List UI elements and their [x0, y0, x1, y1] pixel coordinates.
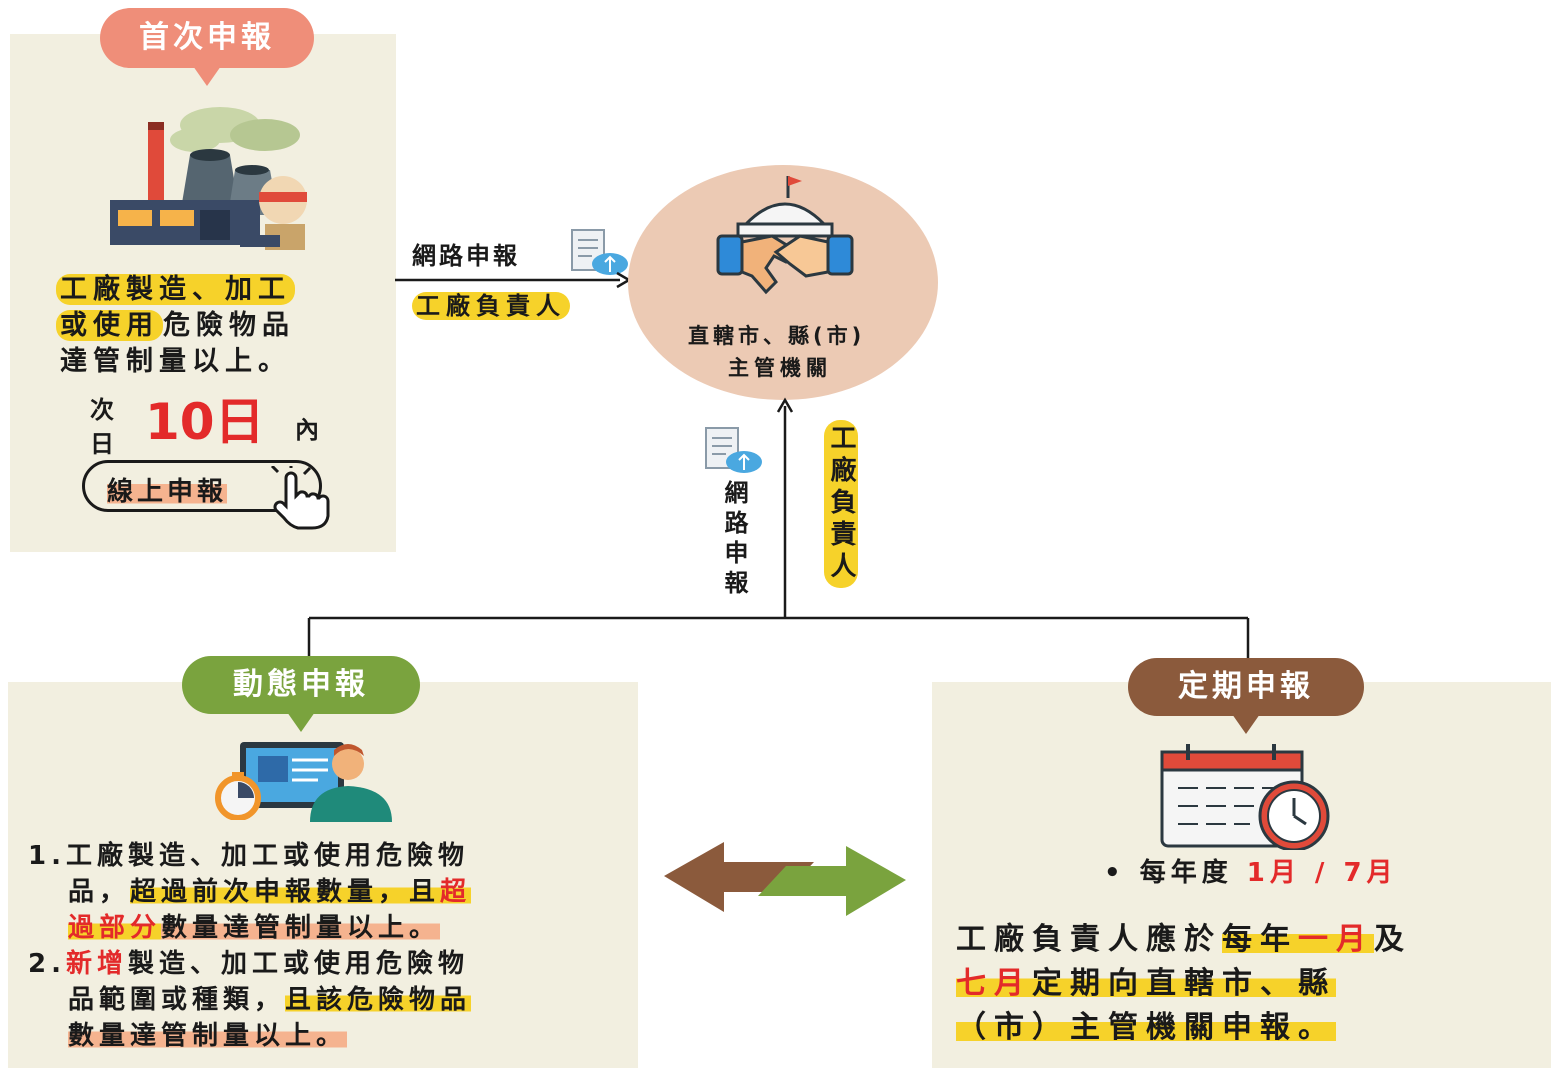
dynamic-report-tag: 動態申報: [182, 656, 420, 732]
bidirectional-arrow-icon: [664, 842, 906, 916]
stopwatch-icon: [215, 772, 261, 820]
periodic-body-d: 及: [1374, 922, 1412, 957]
dynamic-item2-c: 品範圍或種類，: [68, 985, 286, 1015]
top-flow-actor: 工廠負責人: [412, 292, 570, 320]
periodic-bullet: •: [1104, 858, 1126, 888]
computer-worker-icon: [240, 742, 392, 822]
dynamic-item1-a: 工廠製造、加工或使用危險物: [65, 841, 469, 871]
dynamic-item1-g: 數量達管制量以上。: [161, 913, 441, 943]
authority-line1: 直轄市、縣(市): [688, 324, 866, 348]
dynamic-item2-a: 新增: [65, 949, 128, 979]
periodic-body-b: 每年: [1222, 922, 1298, 957]
deadline-prefix-2: 日: [90, 430, 114, 458]
periodic-body-c: 一月: [1298, 922, 1374, 957]
deadline-value: 10日: [145, 393, 265, 451]
periodic-report-tag: 定期申報: [1128, 658, 1364, 734]
vertical-flow-method: 網路申報: [720, 480, 748, 600]
periodic-body-f: 定期向直轄市、縣: [1032, 966, 1336, 1001]
dynamic-item1-e: 超: [440, 877, 472, 907]
document-upload-icon: [705, 427, 762, 473]
dynamic-item1-c: 超過前次申報數量，: [130, 877, 410, 907]
authority-line2: 主管機關: [728, 356, 832, 380]
dynamic-item2-num: 2.: [28, 949, 66, 979]
periodic-schedule-prefix: 每年度: [1139, 858, 1233, 888]
first-report-desc-line1: 工廠製造、加工: [56, 274, 295, 305]
first-report-desc-line2b: 危險物品: [163, 310, 295, 341]
pointer-hand-icon: [270, 466, 330, 530]
vertical-flow-actor: 工廠負責人: [824, 420, 858, 588]
periodic-body-g: （市）主管機關申報。: [956, 1010, 1336, 1045]
periodic-report-panel: [932, 682, 1551, 1068]
periodic-schedule-months: 1月 / 7月: [1246, 858, 1398, 888]
calendar-clock-icon: [1160, 744, 1330, 850]
first-report-desc-line3: 達管制量以上。: [60, 346, 291, 377]
factory-icon: [110, 107, 307, 250]
periodic-body-a: 工廠負責人應於: [956, 922, 1222, 957]
dynamic-item1-num: 1.: [28, 841, 66, 871]
dynamic-item1-d: 且: [409, 877, 441, 907]
handshake-government-icon: [716, 176, 854, 295]
first-report-tag: 首次申報: [100, 8, 314, 86]
periodic-body-e: 七月: [956, 966, 1032, 1001]
first-report-desc-line2a: 或使用: [56, 310, 163, 341]
deadline-suffix: 內: [295, 416, 319, 444]
online-report-label: 線上申報: [107, 471, 228, 508]
top-flow-method: 網路申報: [412, 242, 520, 270]
deadline-prefix-1: 次: [90, 396, 114, 424]
dynamic-item2-d: 且該危險物品: [285, 985, 472, 1015]
dynamic-item2-e: 數量達管制量以上。: [68, 1021, 348, 1051]
dynamic-item1-f: 過部分: [68, 913, 162, 943]
dynamic-item1-b: 品，: [68, 877, 131, 907]
document-upload-icon: [571, 229, 628, 275]
dynamic-item2-b: 製造、加工或使用危險物: [127, 949, 469, 979]
online-report-button[interactable]: 線上申報: [82, 460, 322, 512]
